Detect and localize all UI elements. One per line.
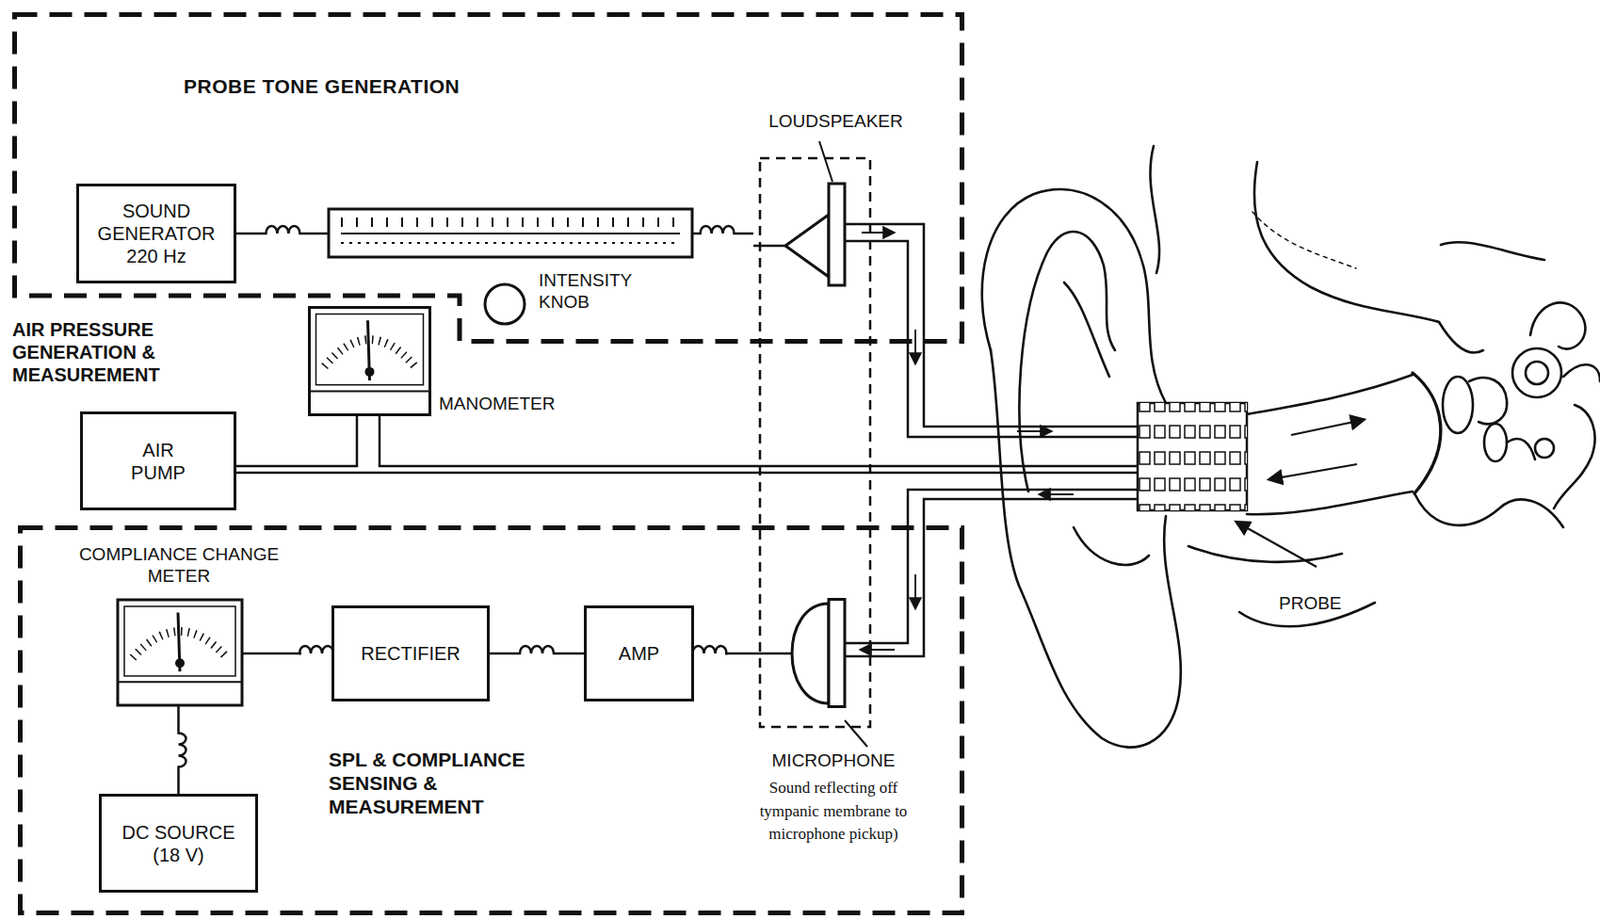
signal-wire <box>299 646 334 654</box>
signal-wire <box>178 706 187 794</box>
component-label: MANOMETER <box>438 393 577 416</box>
component-symbol: COMPLIANCE CHANGE METER <box>56 544 302 707</box>
region-heading: PROBE TONE GENERATION <box>183 74 580 98</box>
probe-body <box>1137 403 1247 511</box>
box-label: SOUND GENERATOR 220 Hz <box>90 199 223 268</box>
component-label: Sound reflecting off tympanic membrane t… <box>739 776 928 847</box>
sound-path-arrows <box>1270 420 1363 480</box>
part-label: INTENSITY KNOB <box>538 270 662 314</box>
text-holder: INTENSITY KNOB <box>538 270 662 314</box>
component-symbol: MICROPHONE Sound reflecting off tympanic … <box>725 597 942 865</box>
flow-arrows <box>861 232 1074 650</box>
text-holder: Sound reflecting off tympanic membrane t… <box>739 776 928 847</box>
part-label: AIR PRESSURE GENERATION & MEASUREMENT <box>12 318 231 387</box>
process-box: AMP <box>583 605 695 702</box>
node-art <box>725 597 942 865</box>
region-band: PROBE TONE GENERATION SOUND GENERATOR 220… <box>12 12 965 344</box>
ear-illustration <box>982 145 1600 748</box>
part-label: PROBE <box>1278 593 1392 615</box>
region-heading: SPL & COMPLIANCE SENSING & MEASUREMENT <box>328 747 560 820</box>
probe-leader <box>1237 522 1317 567</box>
component-symbol: LOUDSPEAKER <box>753 111 919 291</box>
microphone-leader <box>844 720 868 747</box>
attenuator-bar <box>328 209 693 258</box>
loudspeaker-leader <box>819 141 833 182</box>
box-label: DC SOURCE (18 V) <box>113 821 245 867</box>
process-box: AIR PUMP <box>80 411 237 511</box>
intensity-knob <box>484 284 525 324</box>
transducer-housing <box>759 158 871 728</box>
probe-hatching <box>1137 403 1247 511</box>
component-label: COMPLIANCE CHANGE METER <box>56 544 302 588</box>
component-label: LOUDSPEAKER <box>753 111 919 133</box>
component-symbol: MANOMETER <box>307 306 577 417</box>
text-holder: MANOMETER <box>438 393 577 416</box>
air-tubes <box>236 224 1138 657</box>
air-tube <box>236 416 357 467</box>
component-label: MICROPHONE <box>725 750 942 773</box>
node-art <box>753 111 919 291</box>
text-holder: LOUDSPEAKER <box>753 111 919 133</box>
signal-wire <box>693 646 728 654</box>
node-art <box>12 12 965 344</box>
text-holder: MICROPHONE <box>725 750 942 773</box>
text-holder: SPL & COMPLIANCE SENSING & MEASUREMENT <box>328 747 560 820</box>
box-label: RECTIFIER <box>339 642 482 665</box>
text-holder: AIR PRESSURE GENERATION & MEASUREMENT <box>12 318 231 387</box>
process-box: RECTIFIER <box>331 605 490 702</box>
process-box: SOUND GENERATOR 220 Hz <box>76 183 237 284</box>
region-band: SPL & COMPLIANCE SENSING & MEASUREMENT CO… <box>17 525 965 916</box>
text-holder: PROBE TONE GENERATION <box>183 74 580 98</box>
signal-wire <box>489 646 584 654</box>
box-label: AIR PUMP <box>120 438 196 485</box>
process-box: DC SOURCE (18 V) <box>98 793 259 893</box>
text-holder: COMPLIANCE CHANGE METER <box>56 544 302 588</box>
text-holder: PROBE <box>1278 593 1392 615</box>
box-label: AMP <box>592 642 687 665</box>
